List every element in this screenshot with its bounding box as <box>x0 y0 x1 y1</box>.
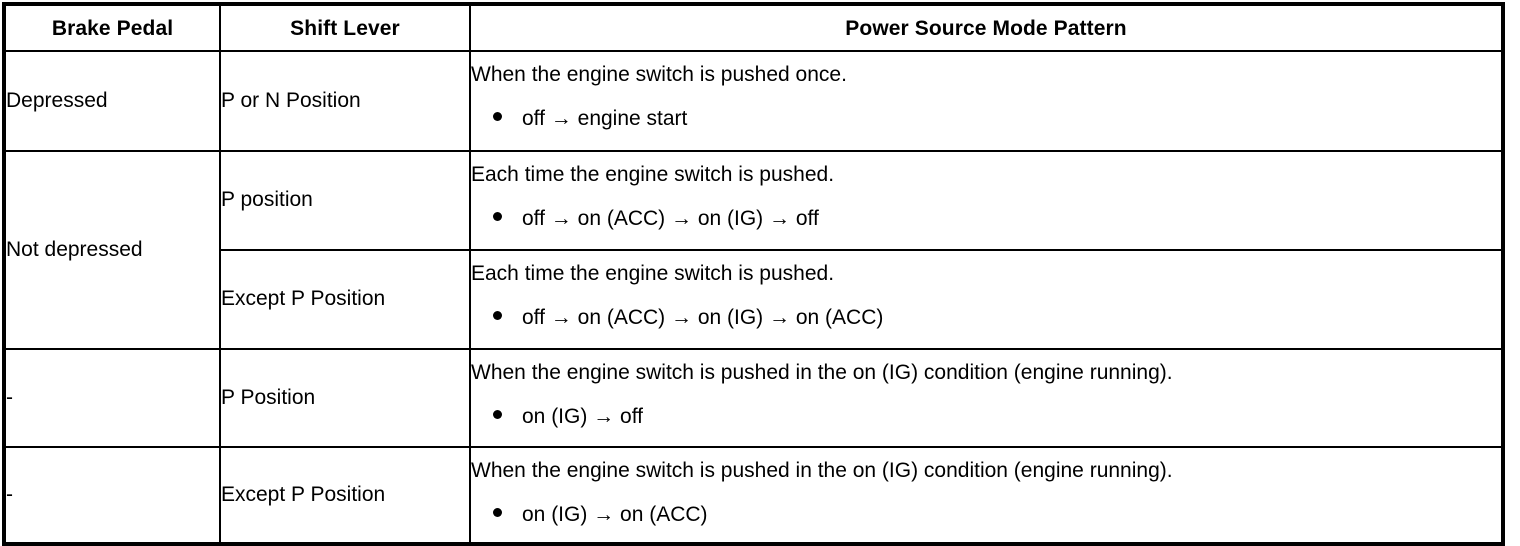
pattern-bullet-item: on (IG) → on (ACC) <box>471 503 1501 527</box>
bullet-dot-icon <box>493 211 502 221</box>
pattern-content: Each time the engine switch is pushed. o… <box>471 251 1501 348</box>
cell-shift-lever: Except P Position <box>219 249 471 350</box>
pattern-intro-text: When the engine switch is pushed once. <box>471 63 847 86</box>
pattern-bullet-text: on (IG) → on (ACC) <box>522 502 708 526</box>
table-body: Depressed P or N Position When the engin… <box>3 50 1504 545</box>
pattern-bullet-text: off → on (ACC) → on (IG) → off <box>522 206 819 230</box>
header-shift-lever: Shift Lever <box>219 3 471 52</box>
pattern-intro-text: Each time the engine switch is pushed. <box>471 262 835 285</box>
table-header: Brake Pedal Shift Lever Power Source Mod… <box>3 3 1504 52</box>
header-power-source-mode-pattern: Power Source Mode Pattern <box>469 3 1504 52</box>
cell-shift-lever: Except P Position <box>219 446 471 545</box>
pattern-intro-text: Each time the engine switch is pushed. <box>471 163 835 186</box>
table-row: - P Position When the engine switch is p… <box>3 348 1504 448</box>
table-row: Not depressed P position Each time the e… <box>3 150 1504 350</box>
pattern-bullet-item: off → engine start <box>471 107 1501 131</box>
bullet-dot-icon <box>493 507 502 517</box>
table-header-row: Brake Pedal Shift Lever Power Source Mod… <box>3 3 1504 52</box>
table-row: - Except P Position When the engine swit… <box>3 446 1504 545</box>
header-brake-pedal: Brake Pedal <box>3 3 221 52</box>
cell-brake-pedal: - <box>3 446 221 545</box>
pattern-bullet-item: off → on (ACC) → on (IG) → on (ACC) <box>471 306 1501 330</box>
table-row: Except P Position Each time the engine s… <box>4 249 1504 350</box>
bullet-dot-icon <box>493 409 502 419</box>
pattern-bullet-text: off → on (ACC) → on (IG) → on (ACC) <box>522 305 884 329</box>
pattern-content: When the engine switch is pushed in the … <box>471 448 1501 542</box>
cell-shift-lever: P position <box>219 150 471 251</box>
cell-shift-lever: P or N Position <box>219 50 471 152</box>
cell-power-source-mode-pattern: When the engine switch is pushed in the … <box>469 348 1504 448</box>
bullet-dot-icon <box>493 310 502 320</box>
pattern-content: When the engine switch is pushed once. o… <box>471 52 1501 150</box>
table-row: Depressed P or N Position When the engin… <box>3 50 1504 152</box>
cell-brake-pedal: - <box>3 348 221 448</box>
cell-brake-pedal: Depressed <box>3 50 221 152</box>
pattern-bullet-text: on (IG) → off <box>522 404 643 428</box>
cell-power-source-mode-pattern: When the engine switch is pushed once. o… <box>469 50 1504 152</box>
pattern-content: Each time the engine switch is pushed. o… <box>471 152 1501 249</box>
cell-power-source-mode-pattern: Each time the engine switch is pushed. o… <box>469 249 1504 350</box>
cell-power-source-mode-pattern: When the engine switch is pushed in the … <box>469 446 1504 545</box>
pattern-bullet-item: on (IG) → off <box>471 405 1501 429</box>
pattern-content: When the engine switch is pushed in the … <box>471 350 1501 446</box>
pattern-intro-text: When the engine switch is pushed in the … <box>471 459 1173 482</box>
pattern-bullet-text: off → engine start <box>522 106 688 130</box>
pattern-intro-text: When the engine switch is pushed in the … <box>471 361 1173 384</box>
pattern-bullet-item: off → on (ACC) → on (IG) → off <box>471 207 1501 231</box>
cell-shift-lever: P Position <box>219 348 471 448</box>
cell-power-source-mode-pattern: Each time the engine switch is pushed. o… <box>469 150 1504 251</box>
cell-brake-pedal: Not depressed <box>3 150 221 350</box>
bullet-dot-icon <box>493 111 502 121</box>
